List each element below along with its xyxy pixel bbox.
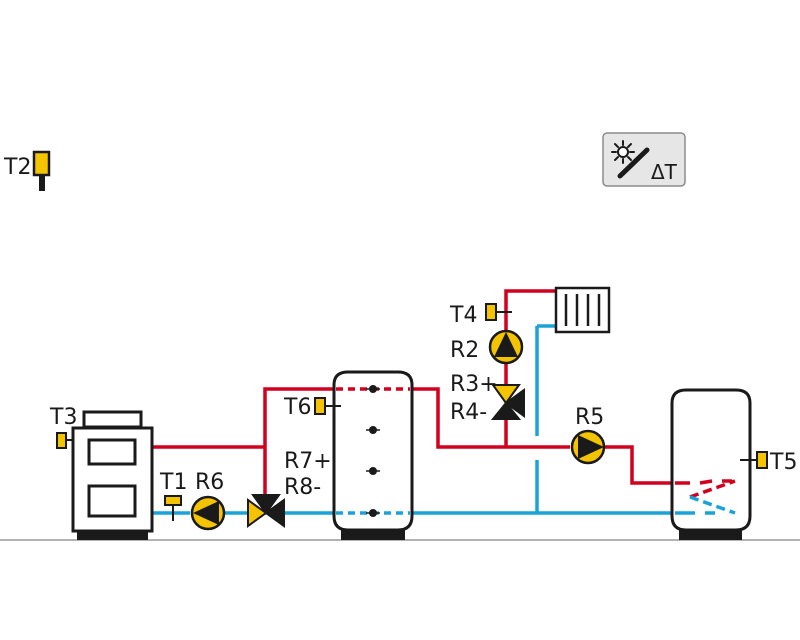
label-r7: R7+ (284, 449, 332, 474)
sensor-t5-icon (740, 451, 768, 469)
delta-t-label: ΔT (651, 160, 678, 184)
pump-r6-icon (190, 495, 226, 531)
label-r2: R2 (450, 338, 479, 363)
label-t2: T2 (3, 155, 31, 180)
buffer-tank-icon (332, 370, 414, 540)
label-t5: T5 (769, 450, 797, 475)
sensor-t2-icon (32, 150, 51, 191)
label-t1: T1 (159, 470, 187, 495)
mixing-valve-r7-r8-icon (247, 494, 285, 528)
sun-delta-t-icon: ΔT (602, 132, 686, 187)
radiator-icon (554, 286, 611, 334)
hot-water-tank-icon (670, 388, 752, 540)
sensor-t1-icon (164, 495, 182, 521)
sensor-t3-icon (56, 432, 74, 449)
label-r3: R3+ (450, 372, 498, 397)
label-r4: R4- (450, 400, 487, 425)
mixing-valve-r3-r4-icon (490, 384, 525, 420)
label-t4: T4 (449, 303, 477, 328)
label-t6: T6 (283, 395, 311, 420)
sensor-t4-icon (485, 303, 512, 321)
pump-r5-icon (570, 429, 606, 465)
cold-pipes (152, 324, 672, 515)
pump-r2-icon (488, 329, 524, 365)
hot-pipes (152, 289, 672, 495)
label-r8: R8- (284, 475, 321, 500)
solid-fuel-boiler-icon (71, 410, 154, 540)
label-r5: R5 (575, 405, 604, 430)
sensor-t6-icon (314, 397, 341, 415)
label-r6: R6 (195, 470, 224, 495)
label-t3: T3 (49, 405, 77, 430)
